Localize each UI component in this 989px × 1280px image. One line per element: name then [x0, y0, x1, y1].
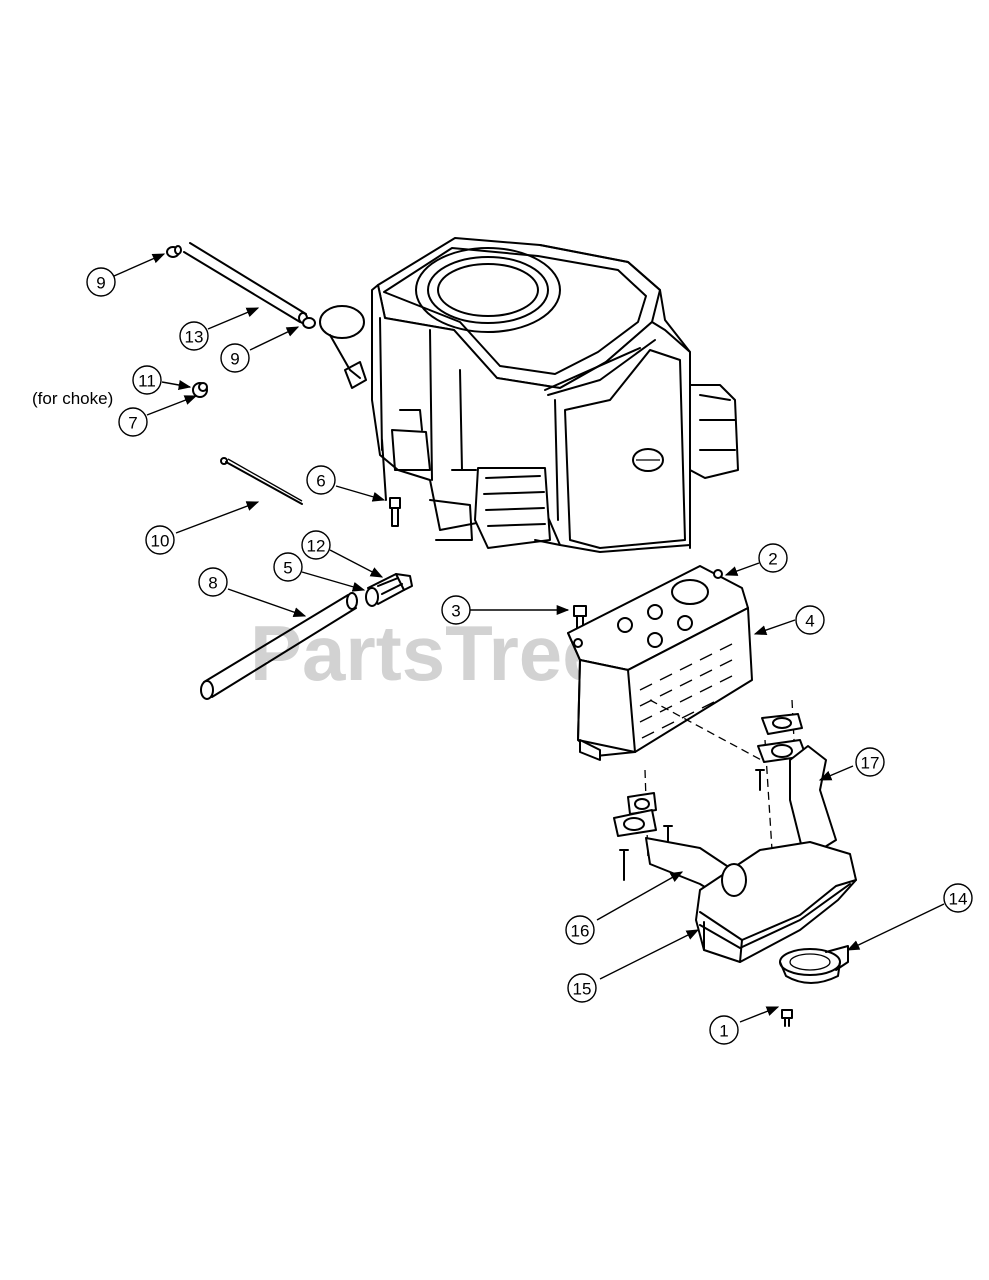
part-9-clamp-top [166, 245, 182, 258]
exhaust-gaskets-left [613, 792, 673, 881]
part-1-screw [781, 1009, 793, 1027]
part-7-11-fitting [192, 382, 208, 398]
callouts: 9 13 9 11 7 6 10 12 5 8 2 3 4 17 14 16 1… [86, 267, 973, 1045]
part-4-heat-shield [567, 565, 753, 761]
callout-5[interactable]: 5 [273, 552, 303, 582]
svg-text:13: 13 [185, 328, 204, 347]
callout-4[interactable]: 4 [795, 605, 825, 635]
callout-16[interactable]: 16 [565, 915, 595, 945]
callout-15[interactable]: 15 [567, 973, 597, 1003]
engine-assembly [319, 237, 739, 553]
svg-text:1: 1 [719, 1022, 728, 1041]
svg-text:10: 10 [151, 532, 170, 551]
part-6-bolt [389, 497, 401, 527]
svg-text:6: 6 [316, 472, 325, 491]
svg-text:5: 5 [283, 559, 292, 578]
callout-9-mid[interactable]: 9 [220, 343, 250, 373]
callout-8[interactable]: 8 [198, 567, 228, 597]
svg-text:12: 12 [307, 537, 326, 556]
callout-13[interactable]: 13 [179, 321, 209, 351]
callout-3[interactable]: 3 [441, 595, 471, 625]
callout-1[interactable]: 1 [709, 1015, 739, 1045]
part-15-muffler [645, 745, 857, 963]
part-5-solenoid [365, 573, 413, 607]
svg-text:14: 14 [949, 890, 968, 909]
callout-6[interactable]: 6 [306, 465, 336, 495]
svg-text:9: 9 [96, 274, 105, 293]
part-10-cable-tie [220, 457, 303, 505]
svg-text:3: 3 [451, 602, 460, 621]
part-14-spark-arrestor [779, 945, 849, 984]
watermark: PartsTree TM [250, 600, 731, 697]
callout-14[interactable]: 14 [943, 883, 973, 913]
part-8-tube [200, 592, 358, 700]
part-9-clamp-mid [302, 317, 316, 329]
svg-text:8: 8 [208, 574, 217, 593]
svg-text:15: 15 [573, 980, 592, 999]
part-3-bolt [573, 605, 587, 631]
callout-11[interactable]: 11 [132, 365, 162, 395]
svg-text:4: 4 [805, 612, 814, 631]
svg-text:16: 16 [571, 922, 590, 941]
svg-text:2: 2 [768, 550, 777, 569]
svg-text:17: 17 [861, 754, 880, 773]
callout-9-top[interactable]: 9 [86, 267, 116, 297]
callout-10[interactable]: 10 [145, 525, 175, 555]
svg-text:11: 11 [138, 372, 156, 391]
part-13-fuel-line [183, 242, 308, 324]
callout-7[interactable]: 7 [118, 407, 148, 437]
callout-17[interactable]: 17 [855, 747, 885, 777]
leader-lines [113, 253, 945, 1023]
note-for-choke: (for choke) [32, 389, 113, 408]
callout-2[interactable]: 2 [758, 543, 788, 573]
svg-text:9: 9 [230, 350, 239, 369]
watermark-text: PartsTree [250, 609, 606, 697]
svg-text:7: 7 [128, 414, 137, 433]
callout-12[interactable]: 12 [301, 530, 331, 560]
